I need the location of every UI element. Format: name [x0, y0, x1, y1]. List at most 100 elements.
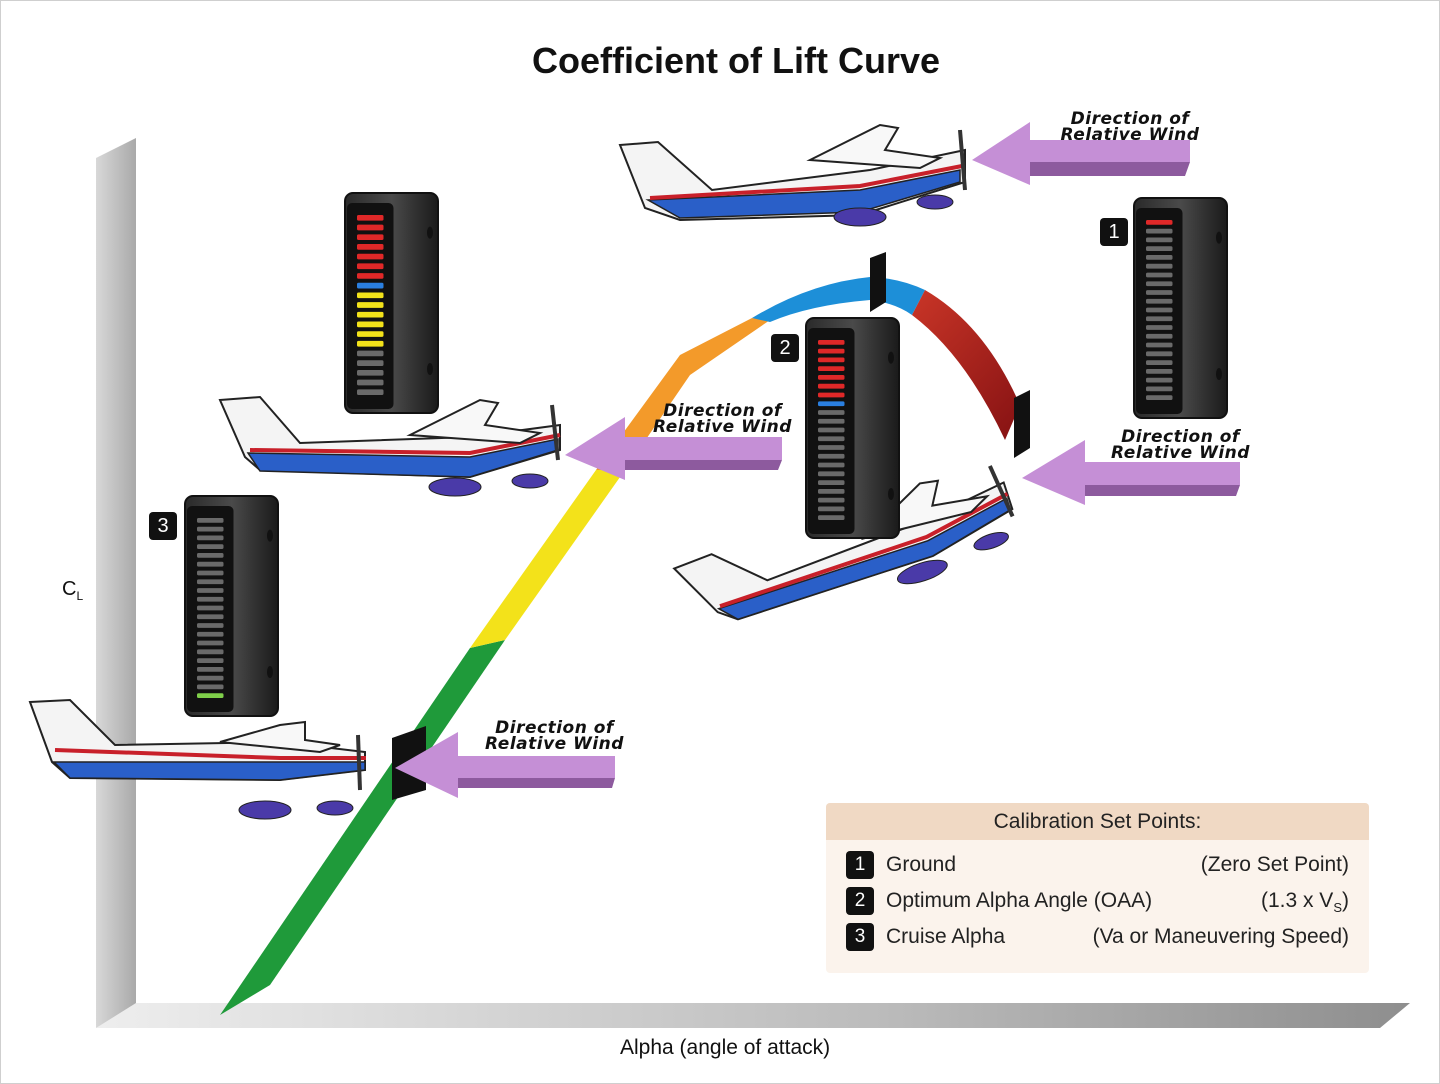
- indicator-led: [197, 623, 224, 628]
- wind-label-top: Direction of Relative Wind: [1050, 109, 1210, 145]
- indicator-led: [197, 649, 224, 655]
- indicator-led: [357, 379, 384, 386]
- legend-value-cruise: (Va or Maneuvering Speed): [1092, 925, 1349, 948]
- marker-oaa: [870, 252, 886, 312]
- legend-heading: Calibration Set Points:: [826, 803, 1369, 840]
- indicator-led: [197, 588, 224, 593]
- calibration-legend: Calibration Set Points: 1 Ground (Zero S…: [826, 803, 1369, 973]
- indicator-led: [357, 311, 384, 318]
- indicator-led: [1146, 395, 1173, 400]
- indicator-led: [197, 544, 224, 550]
- legend-label-ground: Ground: [886, 853, 957, 876]
- legend-badge-3: 3: [846, 923, 874, 951]
- indicator-led: [818, 410, 845, 415]
- indicator-led: [197, 614, 224, 620]
- indicator-led: [1146, 325, 1173, 330]
- indicator-led: [357, 321, 384, 328]
- legend-row-ground: 1 Ground (Zero Set Point): [846, 851, 1349, 881]
- indicator-led: [1146, 237, 1173, 243]
- airplane-cruise: [28, 698, 366, 820]
- indicator-led: [1146, 255, 1173, 260]
- indicator-led: [197, 518, 224, 523]
- indicator-unit-3: [805, 317, 900, 539]
- legend-value-oaa-post: ): [1342, 889, 1349, 912]
- indicator-led: [1146, 263, 1173, 269]
- wind-label-cruise-line1: Direction of: [495, 718, 614, 738]
- y-axis-label: CL: [62, 578, 83, 603]
- wind-label-oaa-line1: Direction of: [663, 401, 782, 421]
- wind-arrow-oaa: [565, 417, 782, 480]
- indicator-led: [818, 445, 845, 450]
- indicator-led: [357, 273, 384, 279]
- indicator-led: [197, 570, 224, 576]
- indicator-led: [197, 675, 224, 681]
- indicator-led: [357, 331, 384, 337]
- indicator-unit-1: [344, 192, 439, 414]
- indicator-led: [197, 596, 224, 602]
- indicator-led: [197, 579, 224, 585]
- legend-label-oaa: Optimum Alpha Angle (OAA): [886, 889, 1153, 912]
- y-axis-label-main: C: [62, 578, 77, 600]
- airplane-oaa: [218, 395, 561, 497]
- legend-label-cruise: Cruise Alpha: [886, 925, 1006, 948]
- indicator-led: [1146, 316, 1173, 322]
- indicator-led: [197, 640, 224, 646]
- indicator-led: [357, 234, 384, 241]
- indicator-led: [818, 383, 845, 389]
- indicator-led: [1146, 307, 1173, 313]
- indicator-led: [818, 488, 845, 494]
- indicator-led: [357, 244, 384, 250]
- indicator-led: [818, 348, 845, 354]
- indicator-led: [1146, 342, 1173, 348]
- curve-band-yellow: [470, 470, 625, 648]
- x-axis-label: Alpha (angle of attack): [620, 1036, 831, 1059]
- indicator-led: [818, 357, 845, 363]
- wind-label-top-line2: Relative Wind: [1060, 125, 1200, 145]
- indicator-led: [357, 389, 384, 395]
- legend-row-cruise: 3 Cruise Alpha (Va or Maneuvering Speed): [846, 923, 1349, 953]
- indicator-led: [357, 224, 384, 231]
- indicator-units: [184, 192, 1228, 717]
- legend-value-ground: (Zero Set Point): [1200, 853, 1349, 876]
- indicator-led: [357, 215, 384, 221]
- marker-ground: [1014, 390, 1030, 458]
- indicator-led: [818, 471, 845, 477]
- wind-label-cruise-line2: Relative Wind: [485, 734, 624, 754]
- curve-band-blue: [752, 277, 870, 322]
- indicator-led: [818, 375, 845, 380]
- indicator-led: [1146, 360, 1173, 365]
- legend-value-oaa: (1.3 x VS): [1261, 889, 1349, 915]
- indicator-led: [1146, 298, 1173, 304]
- indicator-led: [818, 366, 845, 372]
- indicator-led: [1146, 377, 1173, 383]
- indicator-led: [357, 350, 384, 357]
- indicator-led: [1146, 281, 1173, 287]
- indicator-led: [818, 401, 845, 407]
- indicator-led: [197, 666, 224, 672]
- wind-label-oaa: Direction of Relative Wind: [640, 401, 805, 436]
- legend-value-oaa-pre: (1.3 x V: [1260, 889, 1334, 912]
- wind-label-top-line1: Direction of: [1070, 109, 1190, 129]
- y-axis-wall: [96, 138, 136, 1028]
- curve-band-green: [220, 640, 505, 1015]
- indicator-led: [818, 436, 845, 442]
- indicator-led: [818, 392, 845, 398]
- wind-label-ground-line2: Relative Wind: [1111, 443, 1250, 463]
- indicator-led: [357, 292, 384, 299]
- wind-arrow-ground: [1022, 440, 1240, 505]
- indicator-led: [197, 605, 224, 611]
- indicator-led: [1146, 290, 1173, 295]
- indicator-led: [357, 302, 384, 308]
- indicator-led: [1146, 333, 1173, 339]
- indicator-led: [357, 282, 384, 289]
- x-axis-floor: [96, 1003, 1410, 1028]
- wind-label-ground-line1: Direction of: [1121, 427, 1240, 447]
- badge-cruise: 3: [149, 512, 177, 540]
- indicator-led: [197, 684, 224, 690]
- indicator-led: [818, 480, 845, 485]
- indicator-led: [357, 253, 384, 260]
- badge-oaa: 2: [771, 334, 799, 362]
- indicator-led: [197, 526, 224, 532]
- curve-band-red: [912, 290, 1020, 440]
- curve-band-orange: [596, 318, 770, 470]
